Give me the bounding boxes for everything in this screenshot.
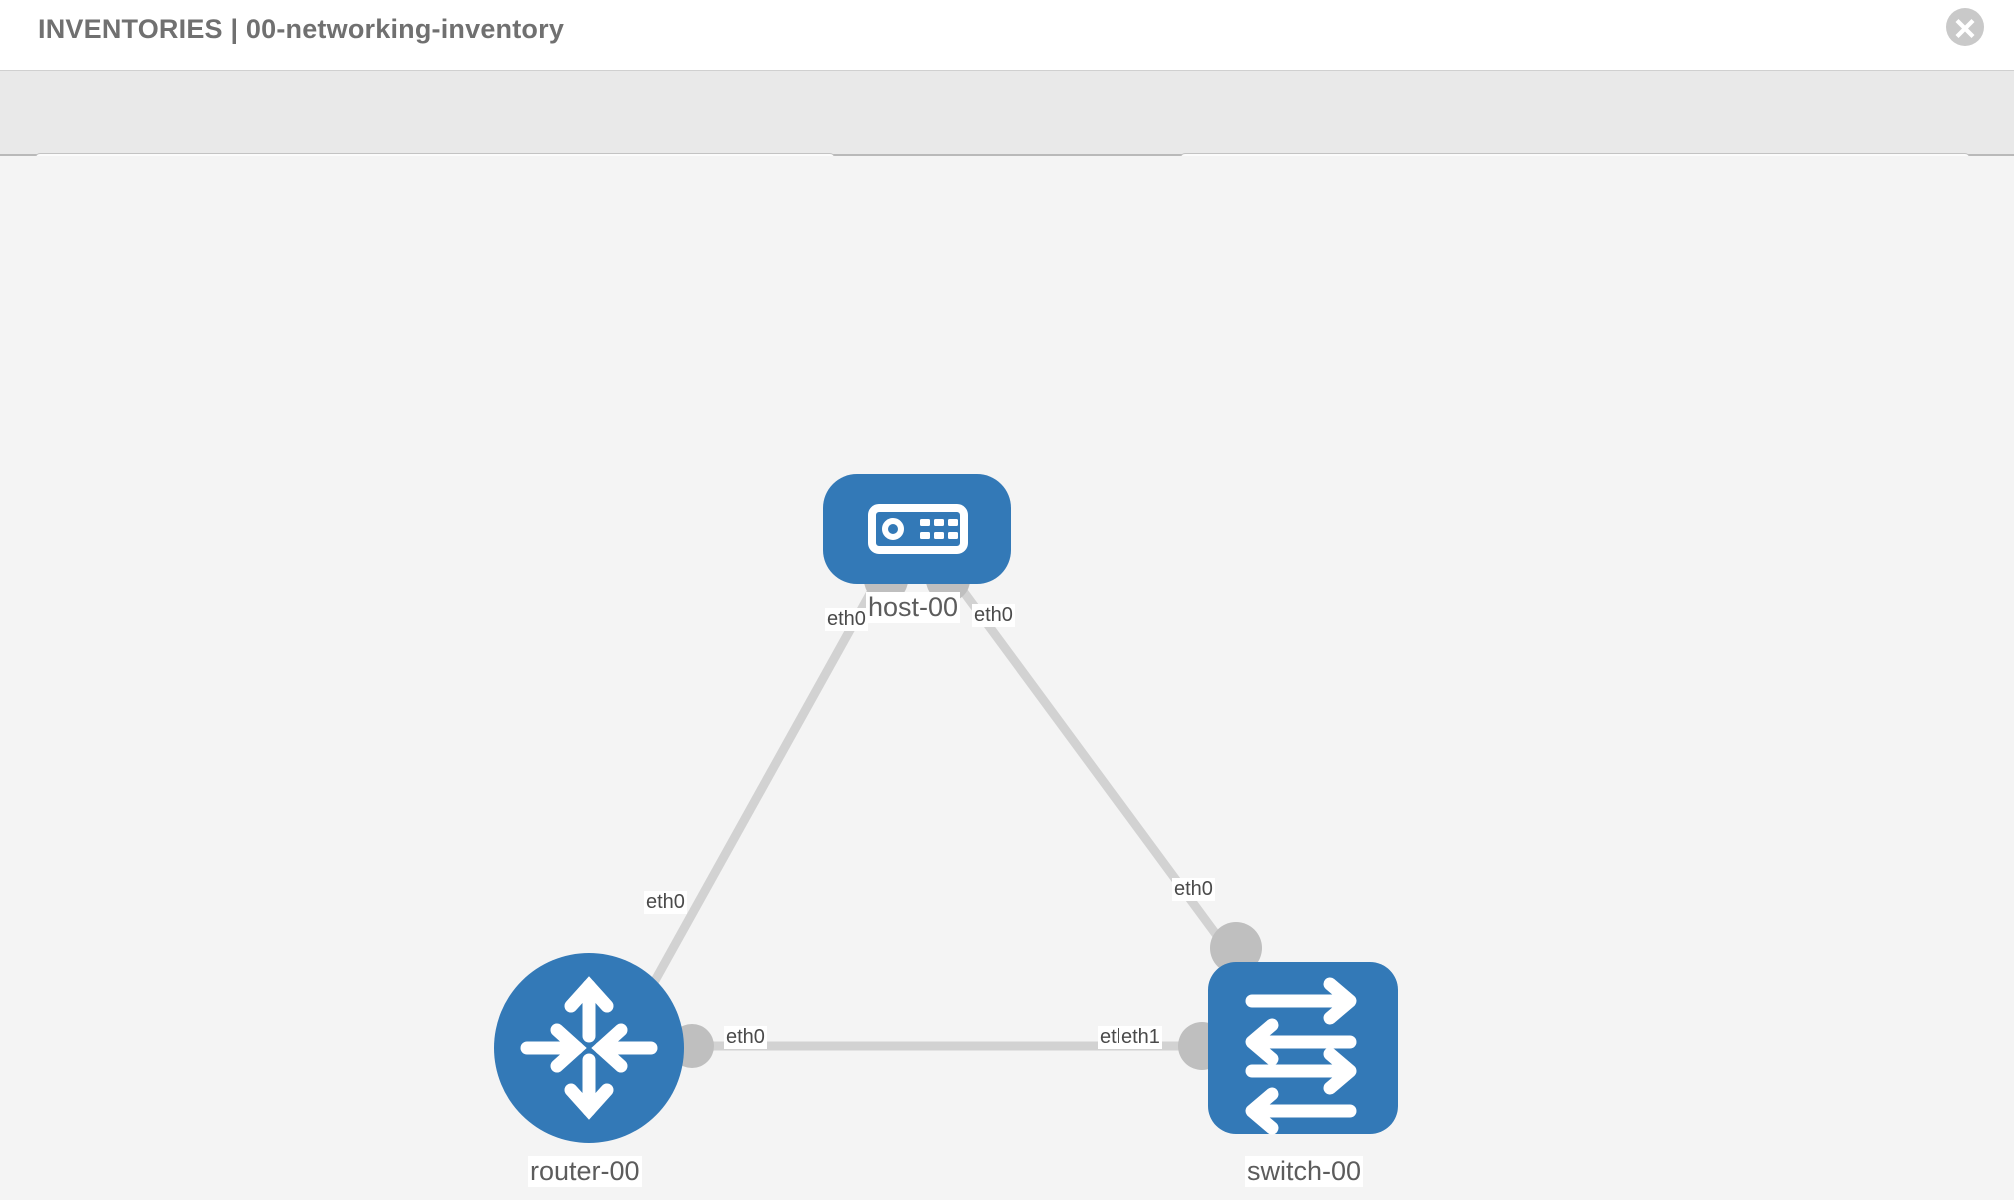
window-header: INVENTORIES | 00-networking-inventory [0,0,2014,70]
node-router-00[interactable] [494,953,684,1143]
node-label-switch-00: switch-00 [1245,1156,1364,1188]
node-label-host-00: host-00 [866,592,961,624]
link-host-router [648,573,884,989]
topology-graph [494,474,1398,1143]
page-title: INVENTORIES | 00-networking-inventory [38,14,565,44]
topology-canvas[interactable]: host-00 router-00 switch-00 eth0 eth0 et… [0,156,2014,1200]
iface-label: eth0 [644,891,687,914]
iface-label: eth0 [724,1026,767,1049]
node-switch-00[interactable] [1208,962,1398,1135]
interface-connectors [670,558,1262,1070]
toolbar: ACTIONS SEARCH [0,70,2014,207]
server-appliance-icon [868,504,968,554]
iface-label: eth0 [972,604,1015,627]
iface-label: eth0 [825,608,868,631]
router-arrows-icon [520,976,658,1120]
switch-arrows-icon [1245,977,1357,1135]
iface-label: eth0 [1172,878,1215,901]
node-label-router-00: router-00 [528,1156,642,1188]
iface-label: eth1 [1119,1026,1162,1049]
connector-switch-eth0 [1210,922,1262,974]
close-icon[interactable] [1946,8,1984,46]
node-host-00[interactable] [823,474,1011,584]
